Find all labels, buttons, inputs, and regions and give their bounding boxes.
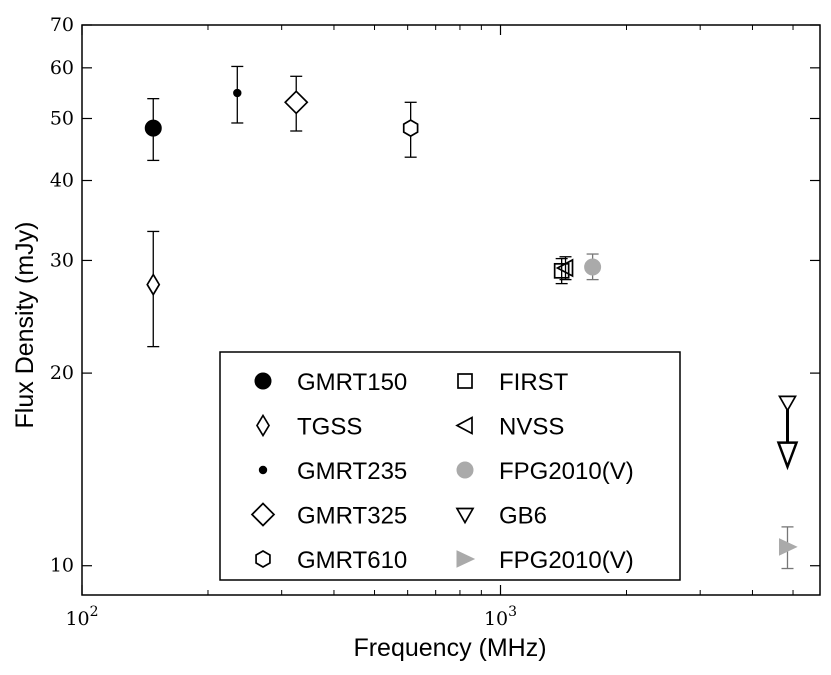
legend-label: GMRT325 <box>297 503 407 530</box>
y-tick-label: 20 <box>50 362 74 384</box>
plot-frame <box>81 24 821 596</box>
legend-marker <box>455 416 473 435</box>
legend-label: GMRT610 <box>297 547 407 574</box>
data-point-gb6 <box>778 395 797 413</box>
data-point-first <box>553 262 570 279</box>
legend-marker <box>456 550 476 568</box>
legend-label: GB6 <box>499 503 547 530</box>
data-point-gmrt235 <box>233 88 242 98</box>
y-tick-label: 40 <box>50 170 74 192</box>
legend-label: FIRST <box>499 369 569 396</box>
data-point-gmrt150 <box>144 119 162 137</box>
y-tick-label: 70 <box>50 14 74 36</box>
legend-marker <box>455 507 475 525</box>
data-point-tgss <box>146 272 161 297</box>
legend-label: GMRT235 <box>297 458 407 485</box>
legend-label: FPG2010(V) <box>499 458 634 485</box>
data-point-gmrt325 <box>284 90 309 115</box>
data-point-gmrt610 <box>402 119 419 138</box>
x-tick-label: 102 <box>65 604 98 630</box>
data-points <box>144 65 799 570</box>
legend-marker <box>456 461 474 479</box>
y-tick-label: 60 <box>50 57 74 79</box>
x-axis-label: Frequency (MHz) <box>353 634 546 662</box>
y-tick-label: 30 <box>50 249 74 271</box>
data-point-fpg2010-v- <box>584 258 602 276</box>
legend-box <box>219 351 681 581</box>
legend-label: FPG2010(V) <box>499 547 634 574</box>
data-point-fpg2010-v- <box>778 538 798 556</box>
legend-marker <box>250 502 276 527</box>
y-tick-label: 10 <box>50 555 74 577</box>
legend-marker <box>255 550 271 568</box>
legend-label: NVSS <box>499 414 564 441</box>
legend-marker <box>457 373 473 389</box>
legend-marker <box>254 372 272 390</box>
upper-limit-arrow-head <box>776 441 799 471</box>
legend-marker <box>256 413 270 438</box>
legend-label: TGSS <box>297 414 362 441</box>
axes <box>81 24 821 596</box>
y-axis-label: Flux Density (mJy) <box>11 222 39 429</box>
legend-marker <box>258 465 268 475</box>
legend-label: GMRT150 <box>297 369 407 396</box>
data-point-nvss <box>555 258 574 278</box>
y-tick-label: 50 <box>50 107 74 129</box>
ticks: 10 20 30 40 50 60 70 102 103 <box>50 14 820 630</box>
x-tick-label: 103 <box>484 604 517 630</box>
